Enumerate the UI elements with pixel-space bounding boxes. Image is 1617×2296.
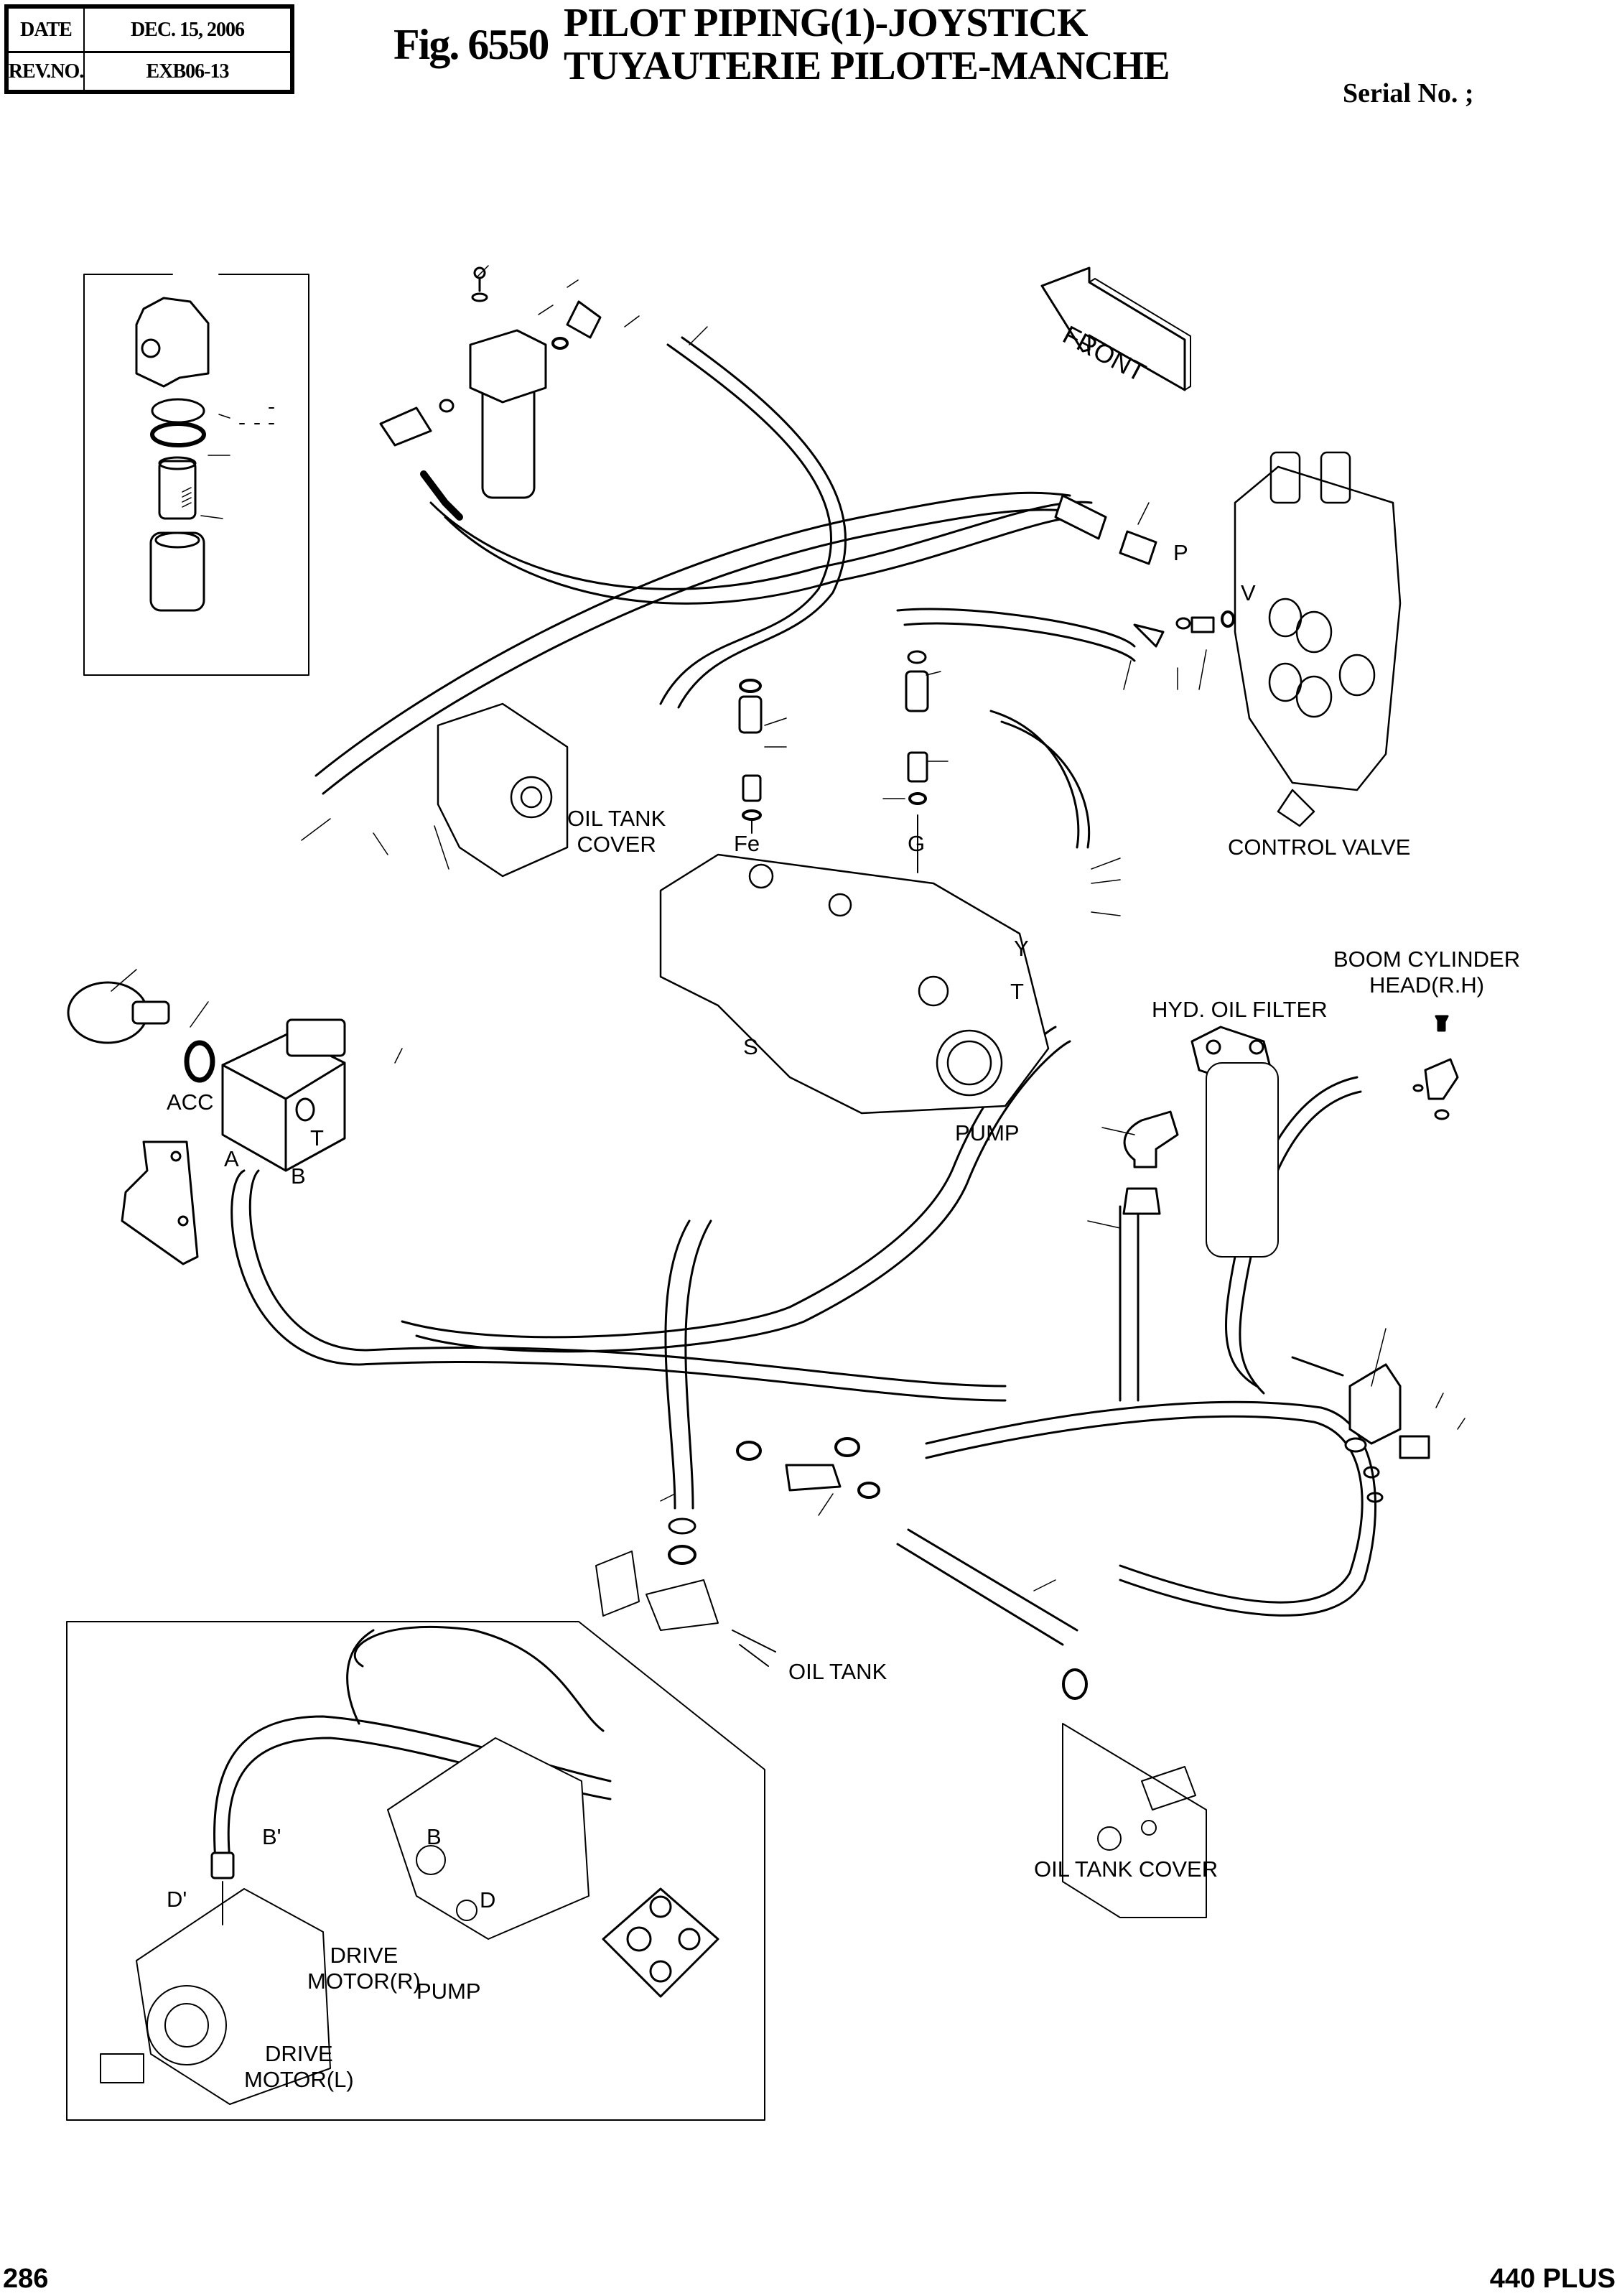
label-line-2: HEAD(R.H) bbox=[1369, 972, 1485, 998]
label-line-2: MOTOR(L) bbox=[244, 2066, 354, 2092]
label-control-valve: CONTROL VALVE bbox=[1228, 835, 1411, 860]
label-line-1: OIL TANK bbox=[567, 806, 666, 831]
label-line-2: MOTOR(R) bbox=[307, 1968, 421, 1994]
label-oil-tank: OIL TANK bbox=[788, 1659, 887, 1684]
port-label-b: B bbox=[291, 1163, 306, 1189]
port-label-b-inset: B bbox=[427, 1824, 442, 1849]
pilot-filter-assembly-icon bbox=[379, 266, 602, 521]
valve-block-icon bbox=[221, 1018, 346, 1172]
port-label-d-inset: D bbox=[480, 1887, 496, 1912]
model-name: 440 PLUS bbox=[1489, 2264, 1616, 2294]
main-pump-icon bbox=[659, 853, 1050, 1115]
port-label-t-block: T bbox=[310, 1125, 324, 1151]
rev-label: REV.NO. bbox=[9, 53, 85, 90]
label-oil-tank-cover-bottom: OIL TANK COVER bbox=[1034, 1856, 1218, 1882]
filter-o-ring-icon bbox=[150, 422, 206, 447]
title-english: PILOT PIPING(1)-JOYSTICK bbox=[564, 1, 1088, 45]
filter-exploded-inset bbox=[83, 274, 309, 676]
serial-number-label: Serial No. ; bbox=[1343, 78, 1474, 108]
label-pump-main: PUMP bbox=[955, 1120, 1020, 1145]
callout-leaders bbox=[111, 265, 1465, 1591]
fitting-stack-fe bbox=[738, 679, 763, 834]
port-label-y: Y bbox=[1014, 936, 1029, 961]
label-oil-tank-cover-top: OIL TANK COVER bbox=[567, 806, 666, 857]
mounting-bracket-icon bbox=[121, 1140, 199, 1265]
boom-cylinder-tee-icon bbox=[1412, 1015, 1459, 1120]
rev-value: EXB06-13 bbox=[146, 60, 230, 83]
label-drive-motor-l: DRIVE MOTOR(L) bbox=[244, 2041, 354, 2092]
right-manifold-icon bbox=[1291, 1356, 1430, 1503]
drive-motor-inset bbox=[66, 1621, 765, 2121]
accumulator-icon bbox=[67, 981, 215, 1083]
port-label-t-pump: T bbox=[1010, 979, 1024, 1004]
label-boom-cylinder: BOOM CYLINDER HEAD(R.H) bbox=[1333, 947, 1520, 998]
port-label-b-prime: B' bbox=[262, 1824, 281, 1849]
port-label-s: S bbox=[743, 1034, 758, 1059]
control-valve-fittings bbox=[1054, 494, 1235, 648]
port-label-p: P bbox=[1173, 540, 1188, 565]
date-label: DATE bbox=[9, 9, 85, 53]
fitting-stack-g bbox=[905, 650, 929, 873]
label-line-1: DRIVE bbox=[264, 2041, 333, 2066]
filter-bowl-icon bbox=[149, 531, 205, 612]
port-label-g: G bbox=[908, 831, 926, 856]
drive-motor-l-icon bbox=[100, 1888, 331, 2105]
page-number: 286 bbox=[3, 2264, 49, 2294]
filter-head-icon bbox=[135, 297, 210, 388]
oil-tank-cover-icon bbox=[1062, 1668, 1207, 1918]
label-hyd-oil-filter: HYD. OIL FILTER bbox=[1152, 997, 1328, 1022]
elbow-fitting-icon bbox=[1122, 1110, 1179, 1215]
figure-number: Fig. 6550 bbox=[393, 21, 549, 68]
revision-table: DATE DEC. 15, 2006 REV.NO. EXB06-13 bbox=[4, 4, 294, 94]
label-line-1: BOOM CYLINDER bbox=[1333, 947, 1521, 972]
label-drive-motor-r: DRIVE MOTOR(R) bbox=[307, 1943, 421, 1994]
oil-tank-fitting-icon bbox=[595, 1551, 776, 1667]
port-label-d-prime: D' bbox=[167, 1887, 187, 1912]
port-label-a: A bbox=[224, 1146, 239, 1171]
port-label-v: V bbox=[1241, 580, 1256, 605]
label-pump-inset: PUMP bbox=[416, 1979, 481, 2004]
hydraulic-oil-filter-icon bbox=[1190, 1026, 1279, 1258]
hose-clamp-cluster-icon bbox=[668, 1437, 880, 1565]
gear-pump-icon bbox=[437, 702, 569, 878]
pump-port-plate-icon bbox=[602, 1887, 719, 1998]
filter-gasket-icon bbox=[151, 398, 205, 424]
front-direction-arrow-icon bbox=[1040, 266, 1191, 391]
label-line-1: DRIVE bbox=[330, 1943, 399, 1968]
label-line-2: COVER bbox=[577, 831, 656, 857]
control-valve-icon bbox=[1234, 451, 1402, 827]
drive-motor-r-icon bbox=[387, 1737, 590, 1940]
filter-element-icon bbox=[158, 456, 197, 520]
port-label-fe: Fe bbox=[734, 831, 760, 856]
title-french: TUYAUTERIE PILOTE-MANCHE bbox=[564, 44, 1170, 88]
port-label-acc: ACC bbox=[167, 1089, 214, 1115]
date-value: DEC. 15, 2006 bbox=[85, 9, 290, 53]
